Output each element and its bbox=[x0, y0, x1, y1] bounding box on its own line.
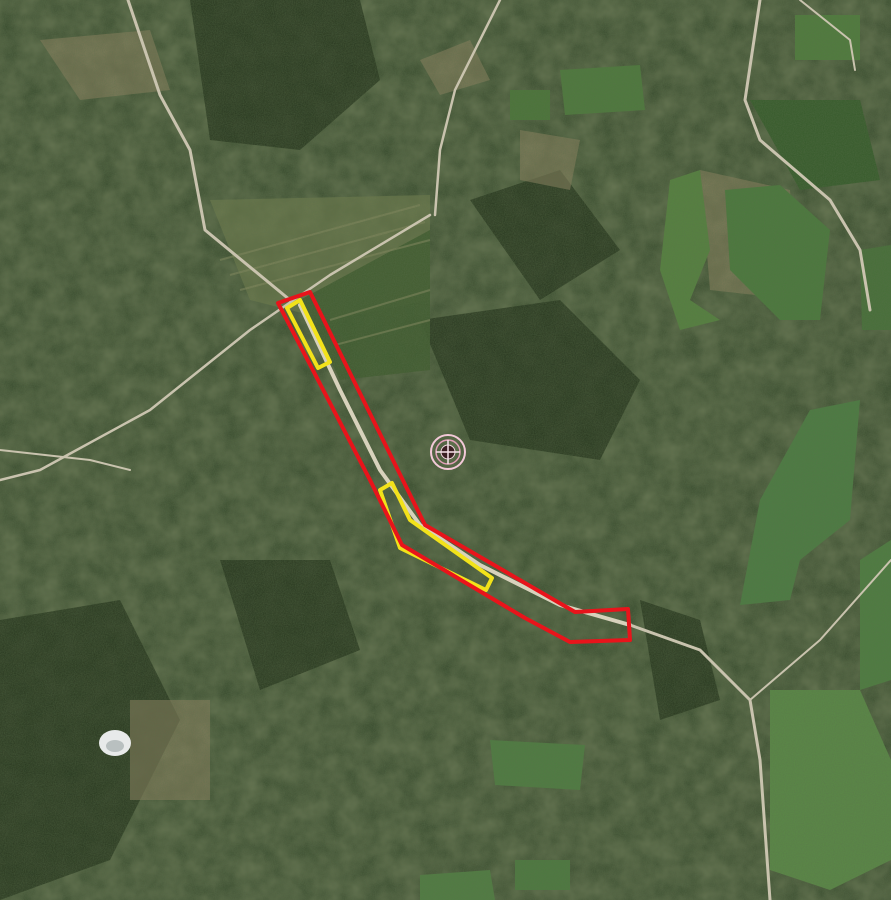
crosshair-circle-icon[interactable] bbox=[430, 434, 466, 470]
road-northwest bbox=[126, 0, 292, 302]
pond bbox=[99, 730, 131, 756]
outer-boundary[interactable] bbox=[276, 290, 632, 644]
road-diagonal bbox=[0, 213, 432, 482]
track-west bbox=[0, 449, 131, 471]
road-east-branch bbox=[749, 559, 891, 701]
road-north bbox=[433, 0, 502, 217]
road-east bbox=[743, 0, 872, 312]
inner-sections[interactable] bbox=[285, 298, 494, 592]
track-north-east bbox=[799, 0, 856, 71]
inner-section-north[interactable] bbox=[285, 298, 332, 370]
inner-section-south[interactable] bbox=[378, 481, 494, 592]
